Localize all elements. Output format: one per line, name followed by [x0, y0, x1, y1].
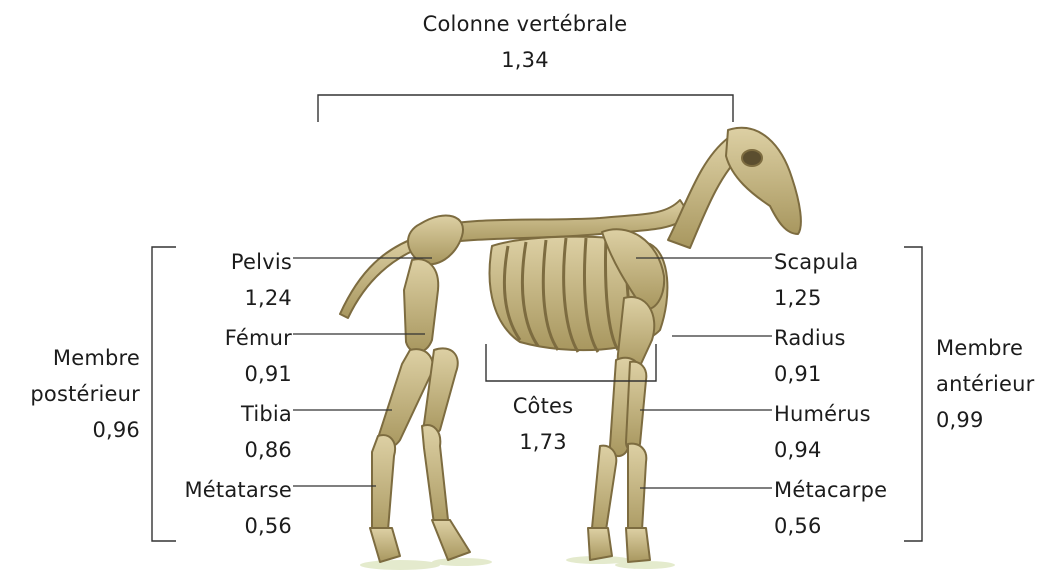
- bone-value: 1,25: [774, 280, 914, 316]
- bone-value: 0,56: [140, 508, 292, 544]
- fore-limb-line1: Membre: [936, 330, 1054, 366]
- bone-value: 0,86: [140, 432, 292, 468]
- bone-name: Métacarpe: [774, 472, 914, 508]
- bone-name: Métatarse: [140, 472, 292, 508]
- bone-value: 0,94: [774, 432, 914, 468]
- ribs-label: Côtes 1,73: [500, 388, 586, 460]
- hind-limb-line2: postérieur: [4, 376, 140, 412]
- fore-limb-line2: antérieur: [936, 366, 1054, 402]
- bone-label-tibia: Tibia 0,86: [140, 396, 292, 468]
- spine-name: Colonne vertébrale: [380, 6, 670, 42]
- fore-limb-value: 0,99: [936, 402, 1054, 438]
- ribs-name: Côtes: [500, 388, 586, 424]
- spine-value: 1,34: [380, 42, 670, 78]
- bone-name: Tibia: [140, 396, 292, 432]
- bone-value: 0,91: [774, 356, 914, 392]
- bone-label-humerus: Humérus 0,94: [774, 396, 914, 468]
- bone-label-metacarpe: Métacarpe 0,56: [774, 472, 914, 544]
- bone-value: 0,56: [774, 508, 914, 544]
- bone-label-radius: Radius 0,91: [774, 320, 914, 392]
- bone-name: Pelvis: [140, 244, 292, 280]
- bone-label-pelvis: Pelvis 1,24: [140, 244, 292, 316]
- bone-name: Radius: [774, 320, 914, 356]
- bone-value: 0,91: [140, 356, 292, 392]
- hind-limb-label: Membre postérieur 0,96: [4, 340, 140, 448]
- bone-name: Fémur: [140, 320, 292, 356]
- bone-label-metatarse: Métatarse 0,56: [140, 472, 292, 544]
- bone-name: Humérus: [774, 396, 914, 432]
- bone-name: Scapula: [774, 244, 914, 280]
- ribs-value: 1,73: [500, 424, 586, 460]
- spine-label: Colonne vertébrale 1,34: [380, 6, 670, 78]
- fore-limb-label: Membre antérieur 0,99: [936, 330, 1054, 438]
- bone-value: 1,24: [140, 280, 292, 316]
- bone-label-femur: Fémur 0,91: [140, 320, 292, 392]
- spine-bracket: [318, 95, 733, 122]
- skeleton-body: [340, 128, 801, 562]
- hind-limb-value: 0,96: [4, 412, 140, 448]
- hind-limb-line1: Membre: [4, 340, 140, 376]
- bone-label-scapula: Scapula 1,25: [774, 244, 914, 316]
